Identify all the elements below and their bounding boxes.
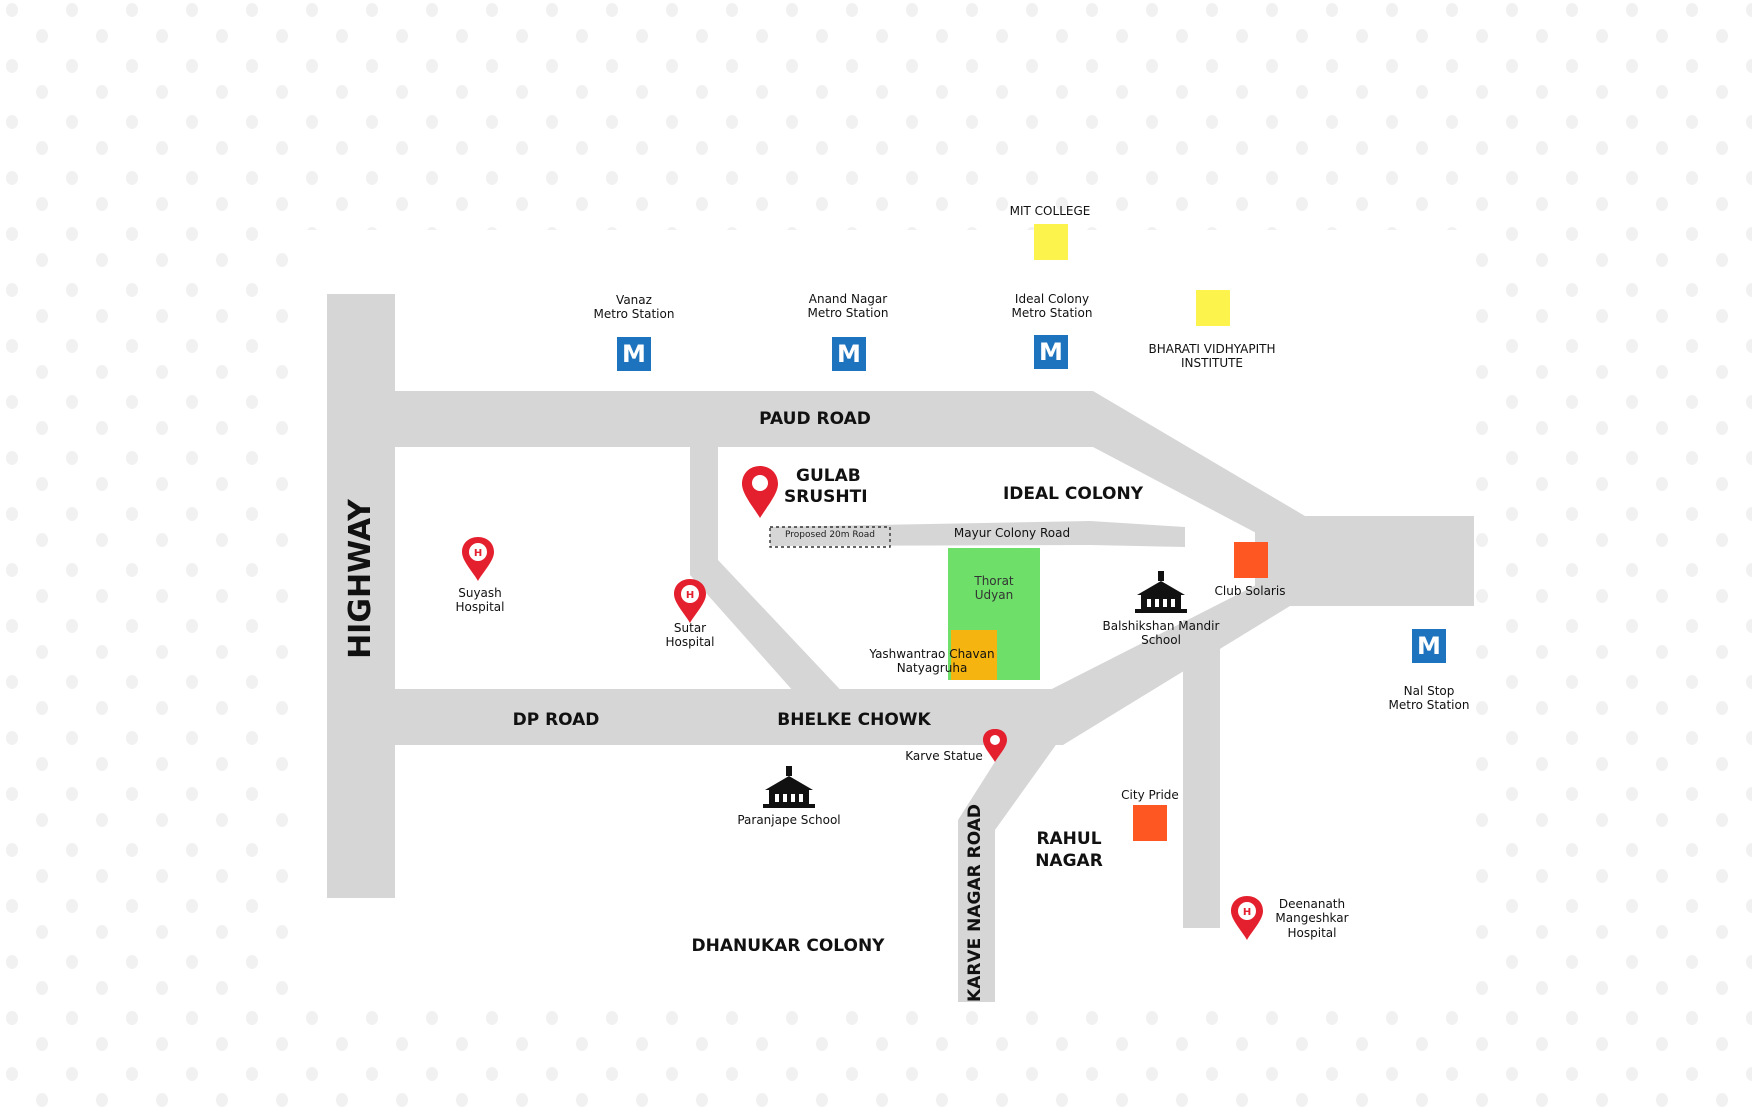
city-pride-label: City Pride	[1121, 788, 1179, 802]
label-line: Nal Stop	[1403, 684, 1455, 698]
label-line: Mangeshkar	[1275, 911, 1349, 926]
metro-icon: M	[832, 337, 866, 371]
ideal-colony-metro-label: Ideal Colony Metro Station	[992, 292, 1112, 321]
city-pride-block	[1133, 805, 1167, 841]
project-name: GULAB SRUSHTI	[784, 466, 874, 509]
hospital-pin-icon: H	[1231, 896, 1263, 940]
svg-text:H: H	[1243, 907, 1251, 918]
paud-road	[395, 391, 1305, 535]
label-line: Metro Station	[807, 306, 889, 321]
label-line: Sutar	[673, 621, 707, 635]
label-line: Hospital	[455, 600, 505, 615]
school-building-icon	[1135, 571, 1187, 613]
vanaz-metro-label: Vanaz Metro Station	[574, 293, 694, 322]
karve-nagar-road-label: KARVE NAGAR ROAD	[965, 804, 985, 1002]
dp-road	[395, 689, 1063, 745]
east-road	[1255, 516, 1474, 606]
label-line: Metro Station	[1011, 306, 1093, 321]
label-line: Metro Station	[593, 307, 675, 322]
city-pride-road	[1183, 620, 1220, 928]
label-line: Hospital	[1287, 925, 1337, 940]
yashwantrao-natyagruha-label: Yashwantrao Chavan Natyagruha	[862, 647, 1002, 676]
label-line: INSTITUTE	[1180, 356, 1244, 371]
proposed-road-label: Proposed 20m Road	[785, 530, 875, 540]
label-line: SRUSHTI	[784, 487, 868, 508]
label-line: Anand Nagar	[808, 292, 888, 306]
balshikshan-school-label: Balshikshan Mandir School	[1091, 619, 1231, 648]
mayur-colony-road-label: Mayur Colony Road	[953, 526, 1071, 540]
label-line: Thorat	[974, 574, 1014, 588]
yashwantrao-natyagruha-block	[951, 630, 997, 680]
label-line: Yashwantrao Chavan	[869, 647, 995, 661]
ideal-colony-label: IDEAL COLONY	[1002, 484, 1144, 504]
paud-road-label: PAUD ROAD	[759, 409, 871, 429]
svg-text:H: H	[474, 548, 482, 559]
anand-nagar-metro-label: Anand Nagar Metro Station	[788, 292, 908, 321]
hospital-pin-icon: H	[674, 579, 706, 623]
highway-road	[327, 294, 395, 898]
karve-statue-label: Karve Statue	[905, 749, 983, 763]
project-location-pin-icon	[742, 466, 778, 518]
label-line: RAHUL	[1036, 829, 1102, 849]
label-line: Balshikshan Mandir	[1102, 619, 1220, 633]
label-line: Udyan	[974, 588, 1014, 603]
label-line: Ideal Colony	[1014, 292, 1090, 306]
dhanukar-colony-label: DHANUKAR COLONY	[691, 936, 885, 956]
bhelke-chowk-label: BHELKE CHOWK	[777, 710, 931, 730]
label-line: BHARATI VIDHYAPITH	[1148, 342, 1276, 356]
mit-college-block	[1034, 224, 1068, 260]
bharati-vidhyapith-block	[1196, 290, 1230, 326]
label-line: Hospital	[665, 635, 715, 650]
dp-road-label: DP ROAD	[512, 710, 600, 730]
svg-text:H: H	[686, 590, 694, 601]
paranjape-school-label: Paranjape School	[737, 813, 841, 827]
highway-label: HIGHWAY	[343, 499, 378, 659]
hospital-pin-icon: H	[462, 537, 494, 581]
label-line: NAGAR	[1035, 851, 1103, 872]
dp-east-connector	[1040, 578, 1290, 745]
label-line: Natyagruha	[896, 661, 968, 676]
club-solaris-block	[1234, 542, 1268, 578]
rahul-nagar-label: RAHUL NAGAR	[1018, 828, 1120, 872]
metro-icon: M	[1412, 629, 1446, 663]
proposed-road-box	[769, 526, 891, 548]
label-line: GULAB	[796, 466, 861, 486]
nal-stop-metro-label: Nal Stop Metro Station	[1369, 684, 1489, 713]
karve-statue-pin-icon	[983, 729, 1007, 762]
label-line: Metro Station	[1388, 698, 1470, 713]
club-solaris-label: Club Solaris	[1214, 584, 1286, 598]
metro-icon: M	[617, 337, 651, 371]
mit-college-label: MIT COLLEGE	[1009, 204, 1091, 218]
deenanath-hospital-label: Deenanath Mangeshkar Hospital	[1252, 897, 1372, 940]
label-line: School	[1141, 633, 1181, 648]
link-road	[690, 447, 850, 710]
label-line: Vanaz	[616, 293, 652, 307]
metro-icon: M	[1034, 335, 1068, 369]
suyash-hospital-label: Suyash Hospital	[420, 586, 540, 615]
sutar-hospital-label: Sutar Hospital	[630, 621, 750, 650]
thorat-udyan-label: Thorat Udyan	[954, 574, 1034, 603]
label-line: Suyash	[458, 586, 502, 600]
karve-nagar-road	[958, 735, 1063, 1002]
bharati-vidhyapith-label: BHARATI VIDHYAPITH INSTITUTE	[1132, 342, 1292, 371]
label-line: Deenanath	[1278, 897, 1346, 911]
school-building-icon	[763, 766, 815, 808]
road-network	[327, 294, 1474, 1002]
